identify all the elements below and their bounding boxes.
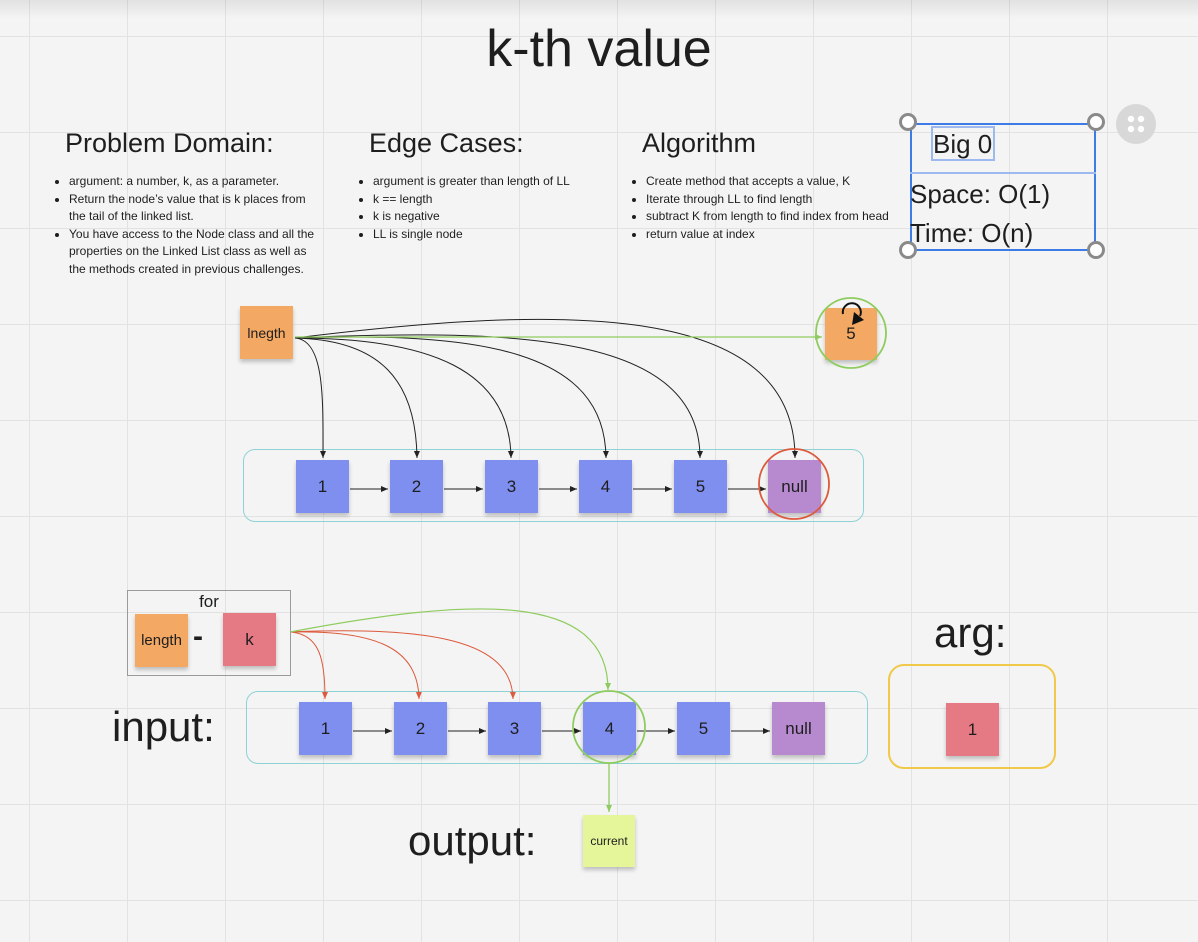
current-note[interactable]: current: [583, 815, 635, 867]
edge-item: LL is single node: [373, 226, 623, 244]
length-to-null-arrow: [294, 318, 798, 459]
bigo-space: Space: O(1): [910, 179, 1051, 209]
bottom-node-2[interactable]: 2: [394, 702, 447, 755]
result-highlight-circle: [815, 297, 887, 369]
algorithm-item: return value at index: [646, 226, 902, 244]
group-menu-button[interactable]: [1116, 104, 1156, 144]
arg-label: arg:: [934, 609, 1007, 656]
edge-cases-heading: Edge Cases:: [369, 128, 524, 158]
bigo-time: Time: O(n): [910, 218, 1034, 248]
top-node-null[interactable]: null: [768, 460, 821, 513]
bigo-heading-box: [931, 126, 995, 161]
bottom-linked-list-frame: [246, 691, 868, 764]
output-label: output:: [408, 817, 537, 864]
resize-handle-top-left[interactable]: [899, 113, 917, 131]
resize-handle-top-right[interactable]: [1087, 113, 1105, 131]
top-node-4[interactable]: 4: [579, 460, 632, 513]
length-to-node-2-arrow: [294, 337, 420, 459]
top-node-3[interactable]: 3: [485, 460, 538, 513]
algorithm-list: Create method that accepts a value, K It…: [630, 173, 902, 243]
null-highlight-circle: [758, 448, 830, 520]
length-to-node-5-arrow: [294, 334, 703, 459]
problem-item: You have access to the Node class and al…: [69, 226, 324, 279]
bottom-node-null[interactable]: null: [772, 702, 825, 755]
algorithm-heading: Algorithm: [642, 128, 757, 158]
for-to-node-1-arrow: [289, 631, 328, 700]
bigo-divider: [910, 172, 1096, 174]
bottom-node-4[interactable]: 4: [583, 702, 636, 755]
for-label: for: [199, 592, 219, 611]
for-to-node-4-arrow: [289, 608, 611, 691]
for-frame: [127, 590, 291, 676]
problem-domain-heading: Problem Domain:: [65, 128, 274, 158]
for-to-node-3-arrow: [289, 630, 516, 700]
bigo-heading: Big 0: [933, 129, 993, 159]
rotate-icon: [841, 302, 864, 325]
edge-item: k == length: [373, 191, 623, 209]
problem-domain-list: argument: a number, k, as a parameter. R…: [53, 173, 324, 278]
length-to-node-4-arrow: [294, 336, 609, 459]
algorithm-item: subtract K from length to find index fro…: [646, 208, 902, 226]
arg-frame: [888, 664, 1056, 769]
algorithm-item: Iterate through LL to find length: [646, 191, 902, 209]
top-linked-list-frame: [243, 449, 864, 522]
length-to-node-3-arrow: [294, 337, 514, 459]
length-to-node-1-arrow: [294, 337, 327, 459]
top-shade: [0, 0, 1198, 18]
problem-item: Return the node’s value that is k places…: [69, 191, 324, 226]
minus-sign: -: [193, 620, 203, 653]
resize-handle-bottom-right[interactable]: [1087, 241, 1105, 259]
bigo-selection-box[interactable]: [910, 123, 1096, 251]
input-label: input:: [112, 703, 215, 750]
bottom-node-1[interactable]: 1: [299, 702, 352, 755]
problem-item: argument: a number, k, as a parameter.: [69, 173, 324, 191]
top-node-2[interactable]: 2: [390, 460, 443, 513]
length-note-bottom[interactable]: length: [135, 614, 188, 667]
for-to-node-2-arrow: [289, 631, 422, 700]
arg-value-note[interactable]: 1: [946, 703, 999, 756]
top-node-5[interactable]: 5: [674, 460, 727, 513]
page-title: k-th value: [486, 20, 712, 78]
edge-item: argument is greater than length of LL: [373, 173, 623, 191]
edge-item: k is negative: [373, 208, 623, 226]
edge-cases-list: argument is greater than length of LL k …: [357, 173, 623, 243]
node-4-highlight-circle: [572, 690, 646, 764]
algorithm-item: Create method that accepts a value, K: [646, 173, 902, 191]
bottom-node-3[interactable]: 3: [488, 702, 541, 755]
top-node-1[interactable]: 1: [296, 460, 349, 513]
bottom-node-5[interactable]: 5: [677, 702, 730, 755]
length-note[interactable]: lnegth: [240, 306, 293, 359]
grid-dots-icon: [1127, 115, 1145, 133]
k-note[interactable]: k: [223, 613, 276, 666]
resize-handle-bottom-left[interactable]: [899, 241, 917, 259]
result-note[interactable]: 5: [825, 308, 877, 360]
